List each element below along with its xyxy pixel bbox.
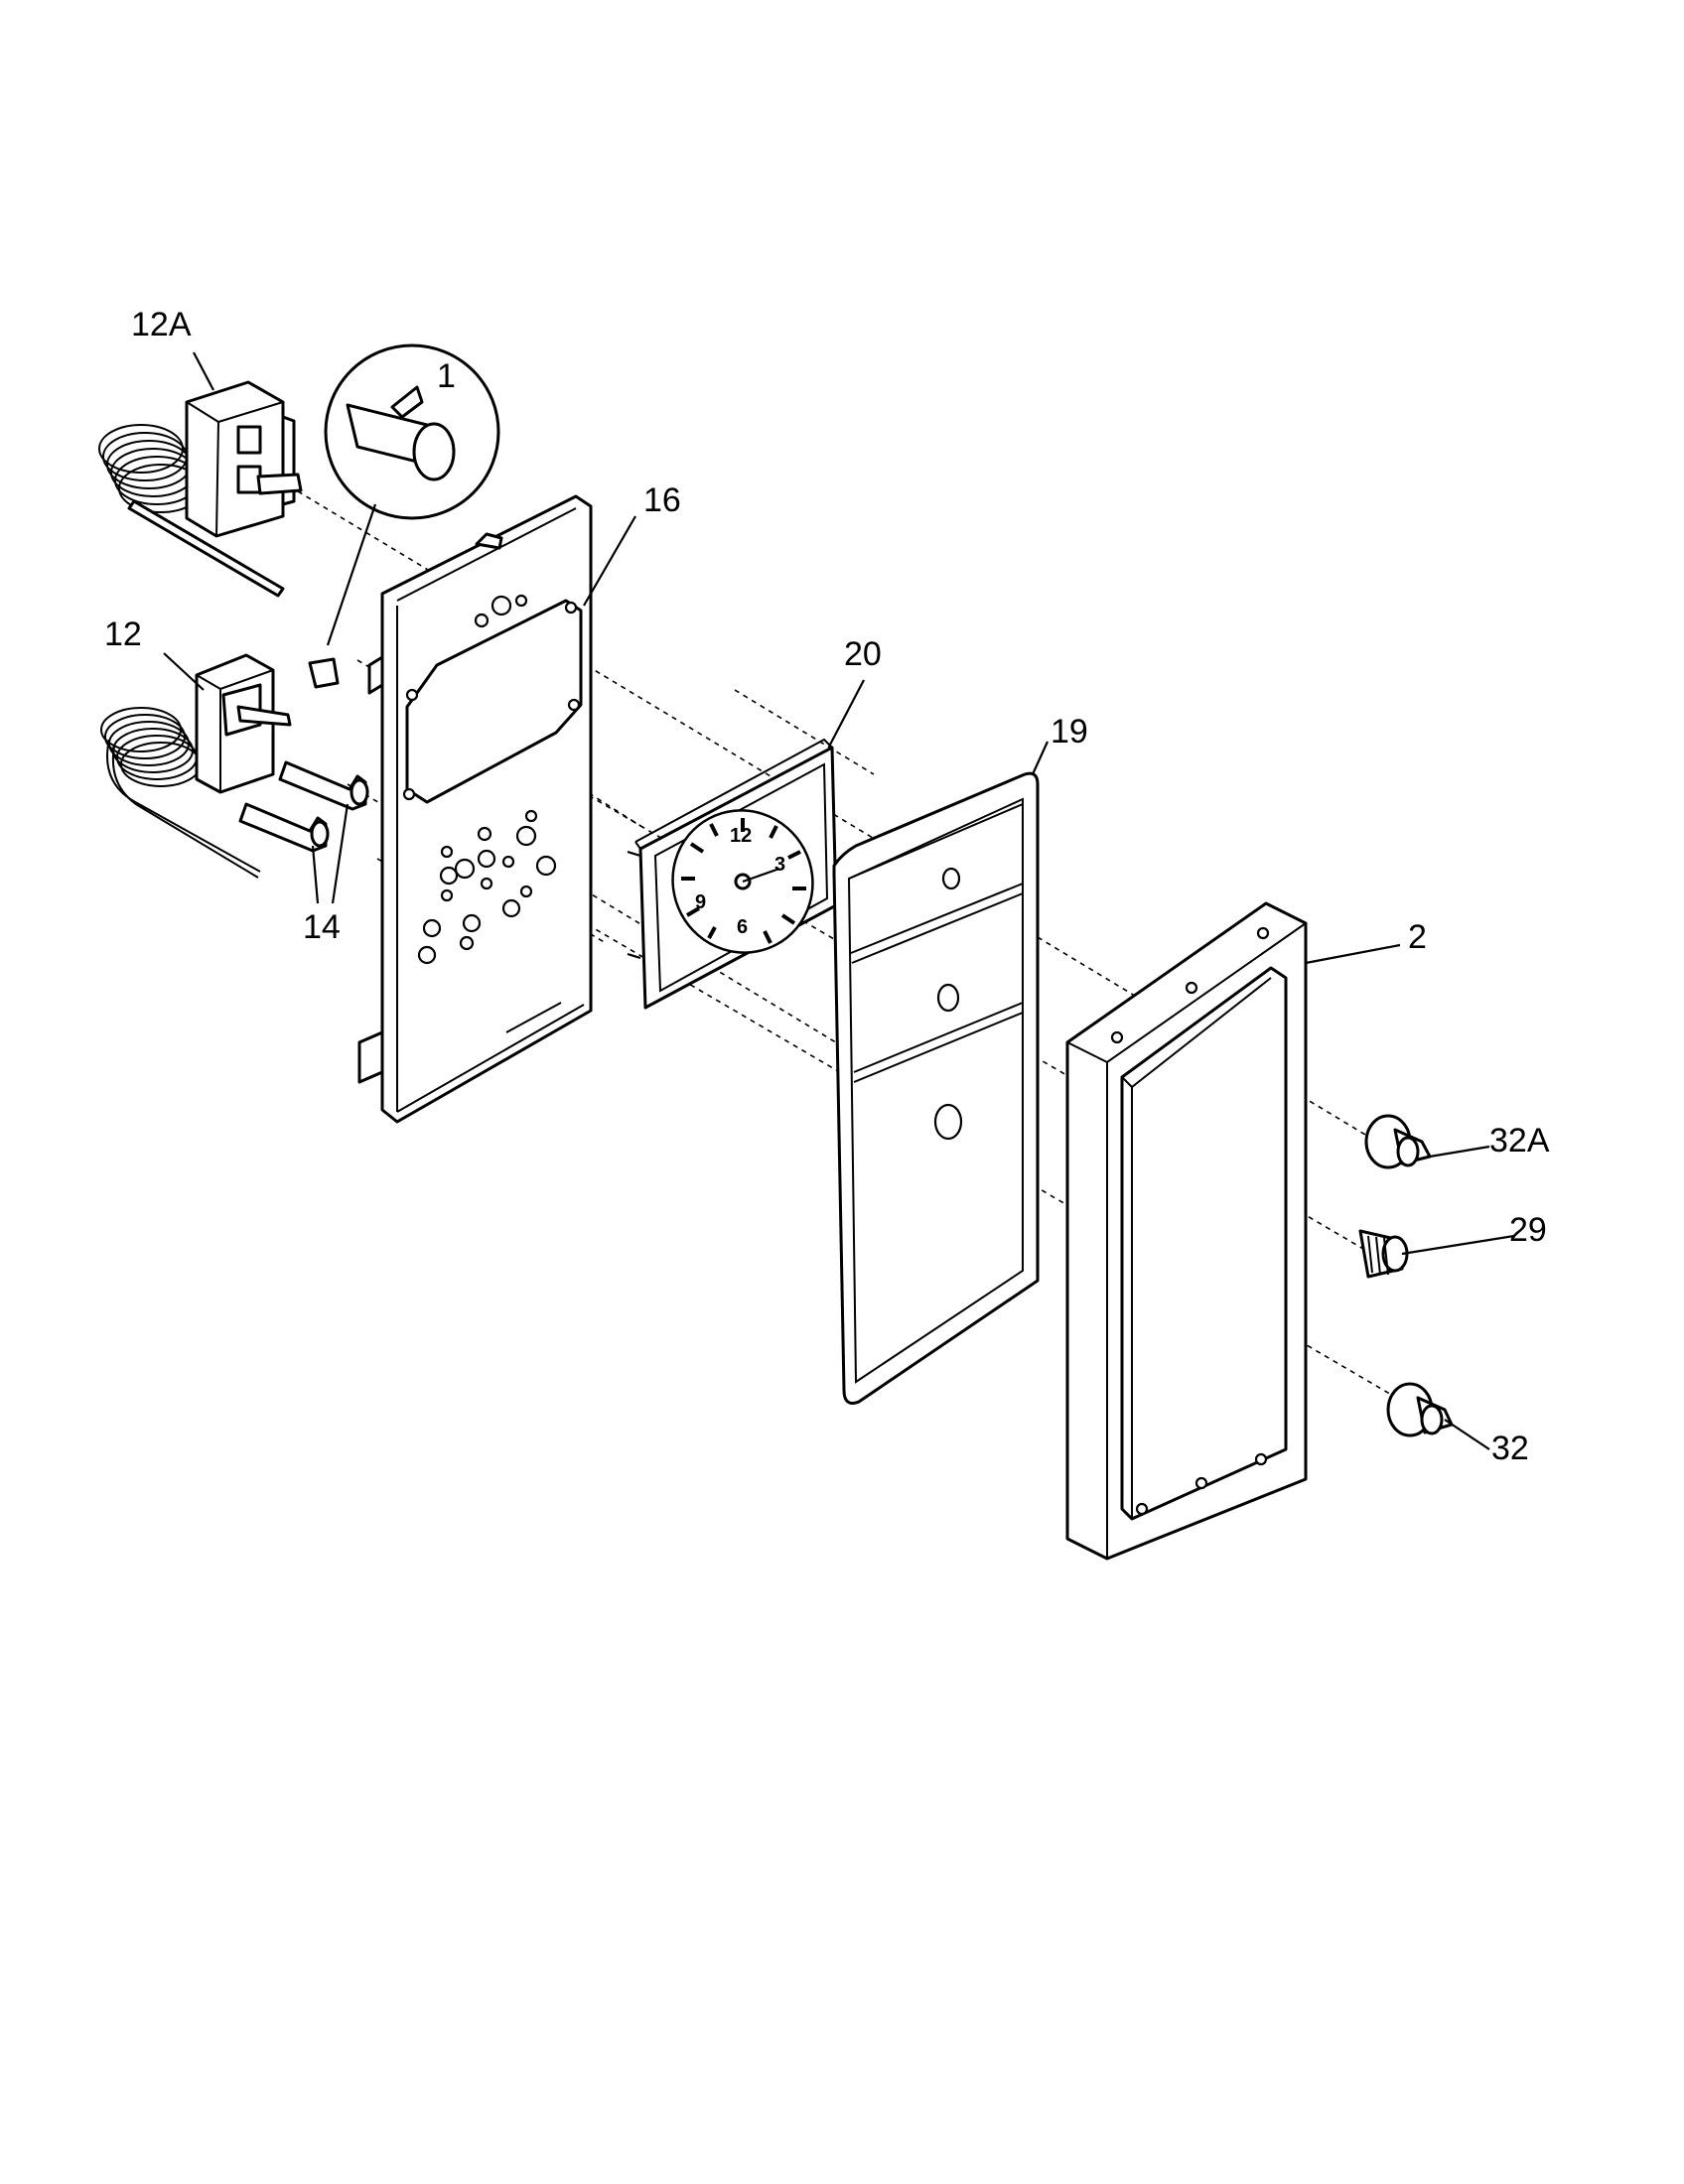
callout-1: 1 [437,357,456,395]
dial-number-6: 6 [737,916,748,938]
clip-detail-1 [308,343,500,689]
overlay-faceplate-19 [832,771,1040,1405]
callout-12: 12 [104,615,142,653]
callout-20: 20 [844,635,882,673]
knob-32 [1386,1382,1454,1437]
knob-32a [1364,1114,1432,1169]
callout-14: 14 [303,908,341,946]
dial-number-9: 9 [695,891,706,913]
clock-timer-20: 12 3 6 9 [627,738,838,1010]
callout-2: 2 [1408,918,1427,956]
dial-number-12: 12 [730,825,752,847]
dial-tick-marks [681,818,806,944]
callout-16: 16 [643,481,681,519]
switch-barrels-14 [238,760,369,904]
thermostat-12a [98,380,303,598]
callout-labels: 12A 1 16 12 14 20 19 2 32A 29 32 [104,306,1550,1467]
control-panel-bracket-16 [357,494,593,1124]
callout-12a: 12A [131,306,192,343]
callout-29: 29 [1509,1211,1547,1249]
trim-frame-2 [1065,901,1308,1561]
callout-32a: 32A [1489,1122,1550,1160]
knob-29 [1358,1229,1409,1279]
callout-leaders [163,351,1515,1450]
callout-19: 19 [1051,713,1088,751]
callout-32: 32 [1491,1430,1529,1467]
thermostat-12 [100,653,292,879]
dial-number-3: 3 [774,854,785,876]
